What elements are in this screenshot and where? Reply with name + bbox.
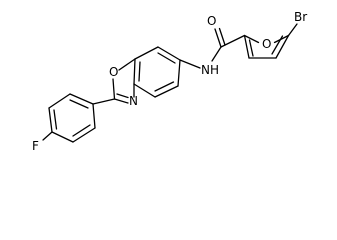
bond-b6-b1 [157,46,181,61]
bond-b3-b4 [133,83,156,98]
benzo-ring [133,46,181,98]
bond-carbonyl-o [214,28,222,48]
bond-o1-c2 [243,34,260,44]
bond-b5-b6 [134,46,159,60]
bond-p1-p2-inner [69,99,89,109]
bond-carbonyl-o-double [218,27,226,46]
bond-carbonyl-n [211,46,222,62]
bond-c2-c3 [243,34,250,59]
fluorophenyl-ring [42,93,116,143]
bond-b4-b5 [133,58,136,85]
atom-label-br: Br [294,10,307,24]
bond-c2-n [113,98,129,104]
amide-group [179,27,246,69]
bond-p4-f [42,131,53,141]
atom-label-f: F [32,139,39,153]
bond-n-ring [179,59,201,69]
atom-label-oxazole-n: N [129,94,138,108]
bond-c4-c5 [275,34,290,59]
bond-c2-n-double [116,93,129,99]
atom-label-furan-o: O [262,37,271,51]
bond-p2-p3 [48,93,71,109]
bond-o-c2 [112,78,116,100]
bond-c4-c5-inner [271,35,284,55]
bond-b2-b3 [154,85,179,98]
atom-label-amide-h: H [210,63,219,77]
bond-b5-o [118,58,136,71]
bond-p6-p1 [92,103,96,129]
bond-b2-b3-inner [154,81,175,92]
bond-p5-p6 [72,127,96,143]
bond-p4-p5 [51,131,74,143]
atom-label-amide-n: N [201,63,210,77]
bond-c5-br [287,23,298,37]
bond-p3-p4-inner [53,109,58,130]
oxazole-ring [112,58,136,104]
bond-p1-p2 [69,93,94,105]
bond-p3-p4 [48,107,53,133]
bond-c2-c3-inner [248,39,254,57]
furan-ring [243,23,298,59]
bond-p5-p6-inner [72,124,91,137]
structure-drawing: Br O O N H O N F [32,10,307,153]
molecule-diagram: Br O O N H O N F [32,10,308,153]
atom-label-oxazole-o: O [109,65,118,79]
bond-b6-b1-inner [157,52,176,64]
bond-b1-b2 [177,59,181,87]
bond-b4-b5-inner [138,61,141,82]
bond-oxazole-phenyl [92,98,116,105]
atom-label-carbonyl-o: O [207,14,216,28]
